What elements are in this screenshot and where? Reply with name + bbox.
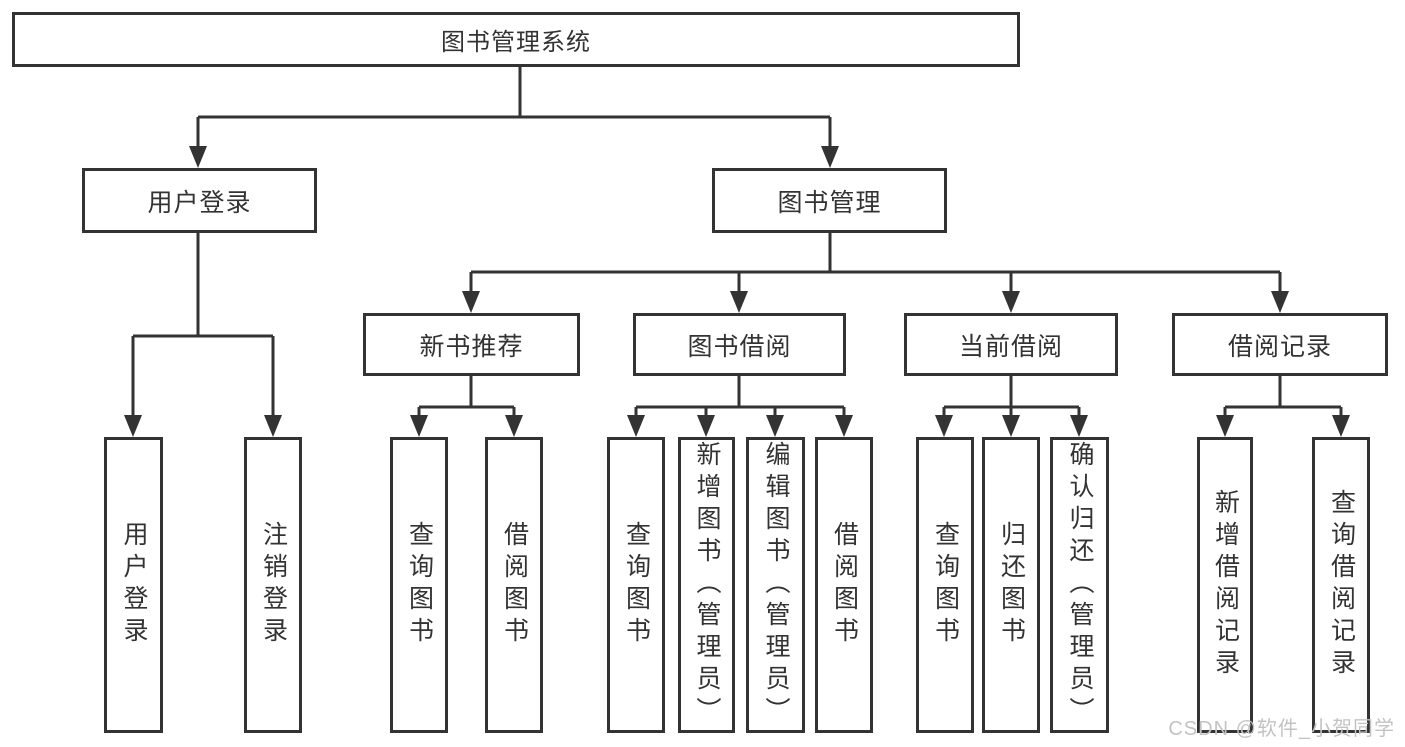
leaf-edit-books-admin: 编辑图书（管理员） [746, 437, 805, 733]
leaf-logout: 注销登录 [244, 437, 302, 733]
leaf-return-books: 归还图书 [982, 437, 1040, 733]
csdn-watermark: CSDN @软件_小贺同学 [1168, 718, 1395, 740]
leaf-confirm-return-admin: 确认归还（管理员） [1050, 437, 1109, 733]
leaf-query-books-recommend: 查询图书 [390, 437, 448, 733]
leaf-user-login: 用户登录 [104, 437, 163, 733]
node-book-management: 图书管理 [712, 168, 947, 233]
leaf-add-borrow-record: 新增借阅记录 [1197, 437, 1253, 733]
node-current-borrowing: 当前借阅 [904, 313, 1118, 376]
node-library-system: 图书管理系统 [12, 12, 1020, 67]
node-book-borrowing: 图书借阅 [633, 313, 846, 376]
leaf-borrow-books-borrowing: 借阅图书 [815, 437, 873, 733]
node-user-login: 用户登录 [82, 168, 317, 233]
node-borrowing-records: 借阅记录 [1172, 313, 1388, 376]
leaf-add-books-admin: 新增图书（管理员） [678, 437, 735, 733]
node-new-book-recommend: 新书推荐 [363, 313, 580, 376]
leaf-borrow-books-recommend: 借阅图书 [485, 437, 543, 733]
leaf-query-books-borrowing: 查询图书 [607, 437, 665, 733]
leaf-query-books-current: 查询图书 [916, 437, 974, 733]
leaf-query-borrow-record: 查询借阅记录 [1312, 437, 1370, 733]
